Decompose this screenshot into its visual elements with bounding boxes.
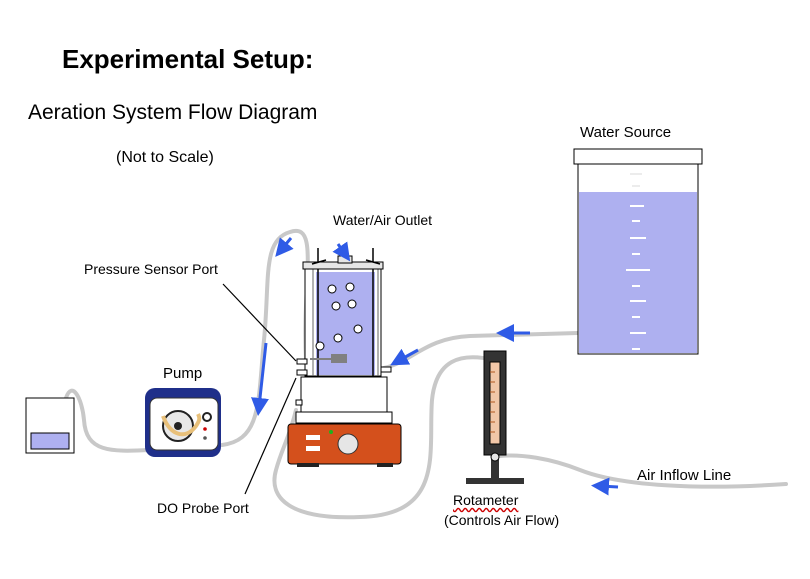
arrow-into-reactor — [390, 348, 419, 366]
reactor-inlet-port — [380, 366, 392, 373]
water-source-container — [573, 148, 703, 355]
diagram-subtitle: Aeration System Flow Diagram — [28, 101, 318, 124]
rotameter-valve-icon — [490, 452, 500, 462]
arrow-outlet — [332, 241, 351, 262]
air-bubbles — [315, 282, 363, 351]
pump — [145, 388, 221, 457]
tube-beaker-to-pump — [64, 388, 152, 453]
label-pump: Pump — [163, 365, 203, 382]
rotameter-tube — [489, 361, 501, 445]
pump-led-icon — [203, 427, 207, 431]
tube-air-to-reactor — [272, 355, 496, 520]
reactor — [295, 248, 393, 424]
reactor-base — [300, 376, 388, 413]
flow-arrows — [251, 237, 619, 496]
pressure-probe — [331, 354, 347, 363]
stir-plate-led-icon — [329, 430, 333, 434]
do-probe-port — [296, 369, 308, 376]
page-title: Experimental Setup: — [62, 44, 314, 74]
tube-source-to-reactor — [382, 331, 580, 370]
collection-beaker-water — [30, 432, 70, 450]
pointer-pressure-port — [222, 283, 297, 362]
label-pointers — [222, 283, 297, 495]
pump-dial-icon — [202, 412, 212, 422]
arrow-flow-up — [275, 237, 294, 257]
stir-plate-button — [306, 446, 320, 451]
pump-tube — [161, 413, 202, 437]
scale-note: (Not to Scale) — [116, 149, 214, 166]
rotameter-foot — [466, 478, 524, 484]
label-pressure-sensor-port: Pressure Sensor Port — [84, 261, 218, 277]
rotameter — [466, 350, 524, 484]
tube-air-inflow — [498, 453, 788, 489]
stir-plate-knob-icon — [337, 433, 359, 455]
water-source-water — [579, 192, 697, 353]
stir-plate — [287, 423, 402, 467]
label-air-inflow-line: Air Inflow Line — [637, 467, 732, 484]
label-do-probe-port: DO Probe Port — [157, 500, 249, 516]
reactor-outlet-stub — [337, 255, 353, 264]
arrow-air-inflow — [591, 477, 619, 496]
rotameter-stand — [491, 455, 499, 479]
pressure-sensor-port — [296, 358, 308, 365]
label-rotameter: Rotameter — [453, 492, 519, 508]
water-source-graduations — [626, 205, 650, 350]
pointer-do-port — [244, 377, 297, 495]
arrow-flow-down — [251, 342, 269, 416]
label-rotameter-note: (Controls Air Flow) — [444, 512, 560, 528]
label-water-source: Water Source — [580, 124, 672, 141]
label-water-air-outlet: Water/Air Outlet — [333, 212, 433, 228]
collection-beaker — [25, 397, 75, 454]
reactor-base-plate — [295, 411, 393, 424]
stir-plate-button — [306, 435, 320, 440]
water-source-lid — [573, 148, 703, 165]
